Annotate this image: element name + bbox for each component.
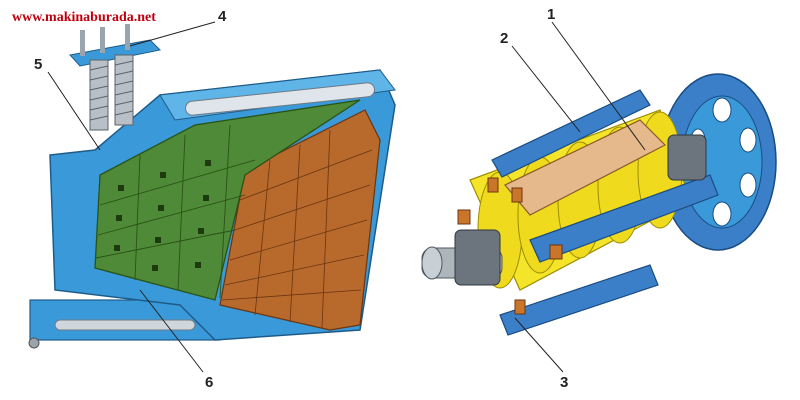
stud bbox=[125, 24, 130, 50]
bolt-icon bbox=[28, 337, 40, 349]
label-2: 2 bbox=[500, 30, 509, 47]
leader-lines bbox=[47, 21, 646, 373]
leader-4 bbox=[129, 21, 216, 47]
blow-bar-top bbox=[491, 89, 651, 178]
spring-assembly bbox=[69, 24, 162, 131]
bearing-right bbox=[667, 134, 707, 181]
leader-6 bbox=[139, 289, 204, 373]
blow-bar-mid bbox=[529, 174, 719, 263]
label-1: 1 bbox=[547, 6, 556, 23]
green-liner-grid bbox=[95, 124, 256, 299]
leader-5 bbox=[47, 71, 101, 151]
label-6: 6 bbox=[205, 374, 214, 391]
spring-coils bbox=[89, 60, 134, 121]
hinge-tube bbox=[184, 82, 376, 116]
label-3: 3 bbox=[560, 374, 569, 391]
shaft-end bbox=[421, 246, 443, 280]
label-5: 5 bbox=[34, 56, 43, 73]
liner-bolts bbox=[114, 160, 211, 271]
leader-3 bbox=[514, 317, 564, 373]
stud bbox=[80, 30, 85, 56]
bar-clamps bbox=[457, 177, 563, 315]
crusher-housing bbox=[28, 24, 396, 349]
leader-2 bbox=[511, 45, 581, 133]
label-4: 4 bbox=[218, 8, 227, 25]
orange-liner-grid bbox=[221, 129, 373, 329]
watermark-text: www.makinaburada.net bbox=[12, 10, 156, 25]
base-rod bbox=[54, 319, 196, 331]
rotor-assembly bbox=[421, 73, 777, 336]
leader-1 bbox=[551, 21, 646, 151]
blow-bar-tan bbox=[504, 119, 667, 216]
stud bbox=[100, 27, 105, 53]
blow-bar-bottom bbox=[499, 264, 659, 336]
bearing-left bbox=[454, 229, 501, 286]
